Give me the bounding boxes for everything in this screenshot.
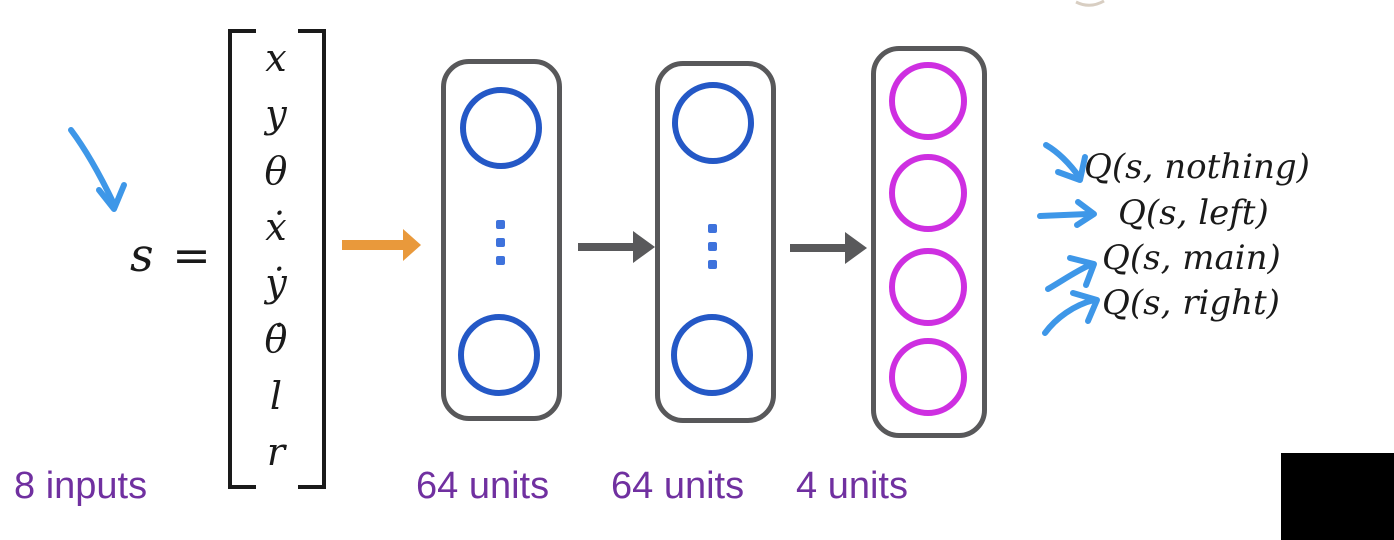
hidden2-unit-bottom xyxy=(671,314,753,396)
layer2-to-layer3-arrow-icon xyxy=(790,232,867,264)
hidden2-unit-top xyxy=(672,82,754,164)
vector-entry: ẋ xyxy=(265,204,287,249)
intro-arrow-icon xyxy=(68,127,127,212)
vector-entry: r xyxy=(266,429,286,474)
vector-right-bracket xyxy=(298,29,326,489)
q-value-nothing: Q(s, nothing) xyxy=(1084,147,1310,187)
layer1-to-layer2-arrow-icon xyxy=(578,231,655,263)
output-unit-1 xyxy=(889,62,967,140)
q-main-arrow-icon xyxy=(1045,255,1097,292)
q-value-left: Q(s, left) xyxy=(1118,193,1269,233)
q-right-arrow-icon xyxy=(1042,290,1100,336)
vector-entry: y xyxy=(265,92,287,137)
vector-entry: θ̇ xyxy=(264,317,288,362)
vector-entry: l xyxy=(269,373,283,418)
output-unit-2 xyxy=(889,154,967,232)
hidden1-unit-bottom xyxy=(458,314,540,396)
inputs-caption: 8 inputs xyxy=(14,465,148,507)
layer1-caption: 64 units xyxy=(416,465,550,507)
output-unit-3 xyxy=(889,248,967,326)
vector-entry: ẏ xyxy=(265,261,287,306)
state-vector: x y θ ẋ ẏ θ̇ l r xyxy=(234,30,318,480)
layer2-caption: 64 units xyxy=(611,465,745,507)
vector-entry: x xyxy=(265,36,287,81)
vector-entry: θ xyxy=(264,148,288,193)
vector-left-bracket xyxy=(228,29,256,489)
q-value-right: Q(s, right) xyxy=(1102,283,1280,323)
black-corner-rectangle xyxy=(1281,453,1394,540)
state-label: s = xyxy=(130,228,213,282)
output-unit-4 xyxy=(889,338,967,416)
hidden1-ellipsis-icon xyxy=(496,220,505,265)
layer3-caption: 4 units xyxy=(796,465,908,507)
hidden1-unit-top xyxy=(460,87,542,169)
hidden2-ellipsis-icon xyxy=(708,224,717,269)
stray-mark xyxy=(1075,0,1105,7)
input-arrow-icon xyxy=(342,229,421,261)
q-value-main: Q(s, main) xyxy=(1102,238,1281,278)
q-nothing-arrow-icon xyxy=(1043,142,1088,183)
q-left-arrow-icon xyxy=(1037,199,1097,228)
